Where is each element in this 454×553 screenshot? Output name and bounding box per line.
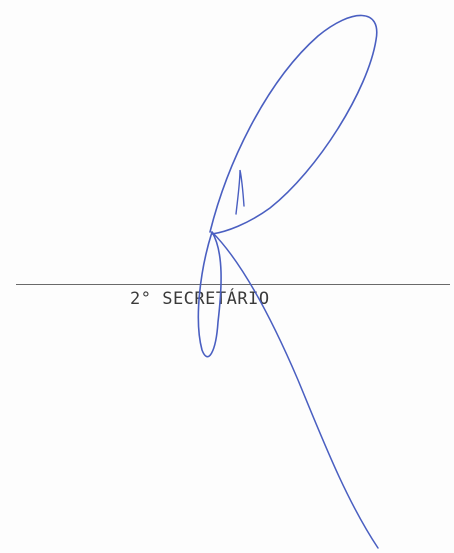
signature-stroke-loop xyxy=(209,14,378,235)
signer-title: 2° SECRETÁRIO xyxy=(130,289,270,309)
signature-stroke-tail xyxy=(211,231,379,549)
signature-stroke-hook xyxy=(235,169,245,215)
signature-line xyxy=(16,284,450,285)
